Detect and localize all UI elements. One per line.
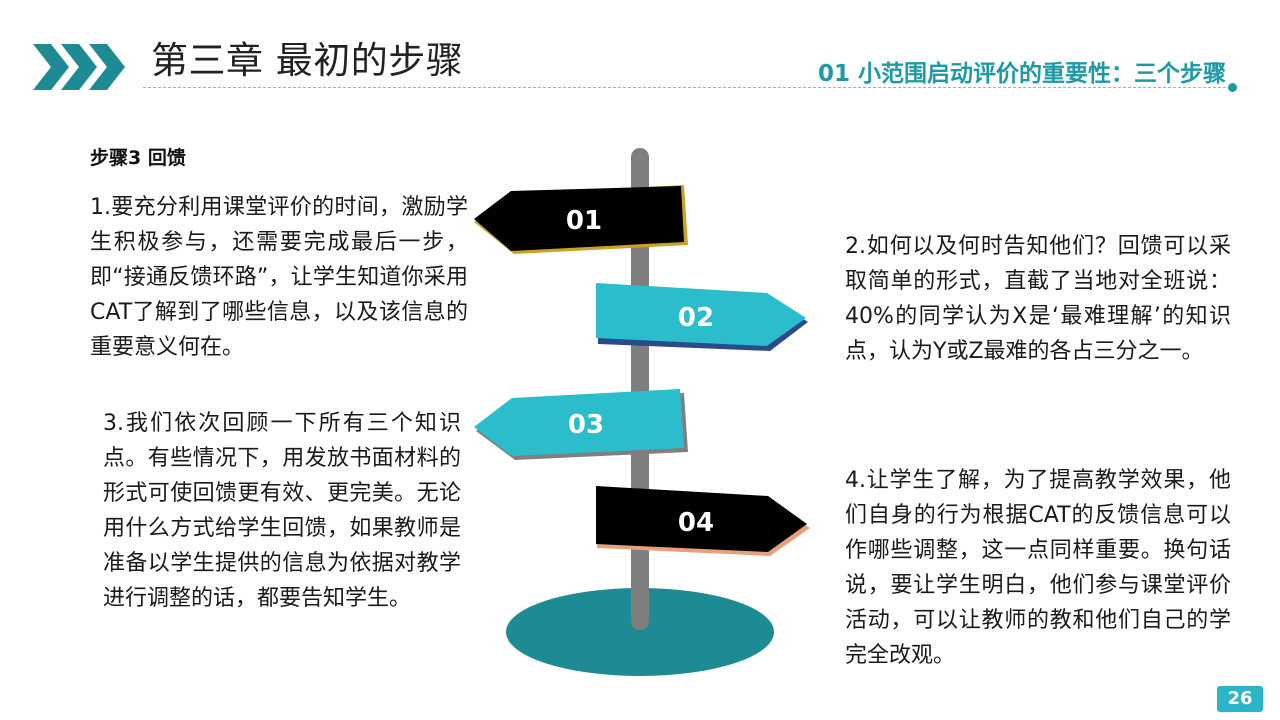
sign-03-label: 03	[568, 410, 604, 440]
divider-dot	[1228, 83, 1237, 92]
paragraph-1: 1.要充分利用课堂评价的时间，激励学生积极参与，还需要完成最后一步，即“接通反馈…	[90, 195, 468, 360]
paragraph-2: 2.如何以及何时告知他们？回馈可以采取简单的形式，直截了当地对全班说：40%的同…	[845, 234, 1231, 364]
sign-04: 04	[596, 486, 810, 556]
page-number: 26	[1217, 686, 1263, 712]
header-divider	[143, 87, 1231, 88]
section-title: 01 小范围启动评价的重要性：三个步骤	[817, 61, 1226, 87]
signpost-graphic: 01 02 03 04	[474, 148, 810, 676]
sign-02: 02	[596, 283, 808, 351]
chevron-arrows-icon	[33, 44, 125, 90]
sign-01-label: 01	[566, 206, 602, 236]
sign-04-label: 04	[678, 508, 714, 538]
sign-03: 03	[474, 389, 688, 460]
paragraph-4: 4.让学生了解，为了提高教学效果，他们自身的行为根据CAT的反馈信息可以作哪些调…	[845, 468, 1231, 668]
paragraph-3: 3.我们依次回顾一下所有三个知识点。有些情况下，用发放书面材料的形式可使回馈更有…	[103, 411, 461, 611]
signpost-base	[506, 588, 774, 676]
step-heading: 步骤3 回馈	[90, 147, 186, 169]
sign-02-label: 02	[678, 303, 714, 333]
chapter-title: 第三章 最初的步骤	[151, 39, 464, 82]
sign-01: 01	[474, 185, 688, 254]
